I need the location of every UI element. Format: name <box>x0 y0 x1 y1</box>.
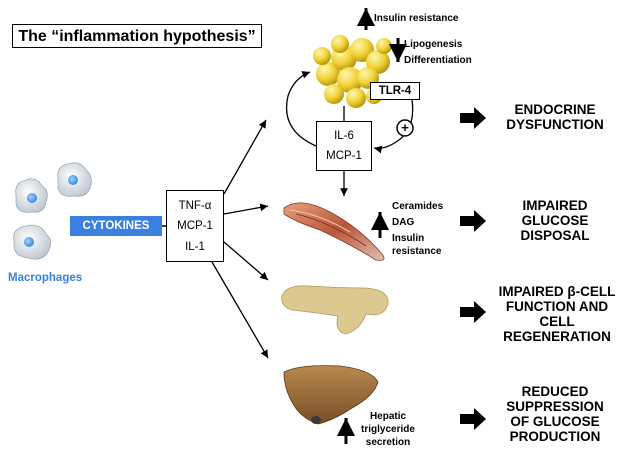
outcome-beta-cell: IMPAIRED β-CELL FUNCTION AND CELL REGENE… <box>492 284 622 344</box>
outcome-glucose-line1: IMPAIRED <box>522 198 588 213</box>
cytokines-box: CYTOKINES <box>70 216 162 236</box>
diagram-title: The “inflammation hypothesis” <box>12 24 262 48</box>
mediator-mcp1: MCP-1 <box>177 220 213 232</box>
mcp1-label: MCP-1 <box>326 150 362 162</box>
outcome-endocrine-line2: DYSFUNCTION <box>506 117 604 132</box>
outcome-arrows <box>460 107 486 430</box>
outcome-endocrine: ENDOCRINE DYSFUNCTION <box>492 102 618 132</box>
plus-symbol: + <box>401 120 409 135</box>
outcome-production-line1: REDUCED <box>521 384 589 399</box>
lipogenesis-label: Lipogenesis <box>404 39 463 50</box>
outcome-glucose-production: REDUCED SUPPRESSION OF GLUCOSE PRODUCTIO… <box>492 384 618 444</box>
mediators-box: TNF-α MCP-1 IL-1 <box>166 190 224 262</box>
insulin-label: Insulin <box>392 233 425 244</box>
secretion-label: secretion <box>365 437 411 448</box>
outcome-beta-line2: FUNCTION AND <box>505 299 609 314</box>
tlr4-box: TLR-4 <box>370 82 420 100</box>
triglyceride-label: triglyceride <box>361 424 415 435</box>
outcome-glucose-disposal: IMPAIRED GLUCOSE DISPOSAL <box>492 198 618 243</box>
dag-label: DAG <box>392 217 415 228</box>
macrophages-label: Macrophages <box>8 272 83 284</box>
insulin-resistance-label: Insulin resistance <box>374 13 459 24</box>
differentiation-label: Differentiation <box>404 55 472 66</box>
outcome-endocrine-line1: ENDOCRINE <box>514 102 596 117</box>
adipose-tissue-icon <box>313 35 392 108</box>
resistance-label: resistance <box>392 246 442 257</box>
liver-icon <box>283 365 379 425</box>
outcome-beta-line4: REGENERATION <box>503 329 611 344</box>
il6-label: IL-6 <box>334 130 354 142</box>
outcome-production-line2: SUPPRESSION <box>506 399 604 414</box>
mediator-il1: IL-1 <box>185 240 205 253</box>
muscle-tissue-icon <box>283 202 385 261</box>
outcome-beta-line3: CELL <box>539 314 575 329</box>
liver-effects: Hepatic triglyceride secretion <box>356 410 420 449</box>
outcome-beta-line1: IMPAIRED β-CELL <box>498 284 616 299</box>
hepatic-label: Hepatic <box>369 411 407 422</box>
il6-mcp1-box: IL-6 MCP-1 <box>316 121 372 171</box>
mediator-tnf: TNF-α <box>178 199 212 212</box>
outcome-glucose-line3: DISPOSAL <box>520 228 590 243</box>
macrophage-cells-icon <box>13 162 92 260</box>
outcome-production-line3: OF GLUCOSE <box>510 414 600 429</box>
muscle-effects: Ceramides DAG Insulin resistance <box>392 200 443 258</box>
outcome-glucose-line2: GLUCOSE <box>521 213 589 228</box>
pancreas-icon <box>281 285 389 335</box>
ceramides-label: Ceramides <box>392 201 444 212</box>
outcome-production-line4: PRODUCTION <box>509 429 601 444</box>
